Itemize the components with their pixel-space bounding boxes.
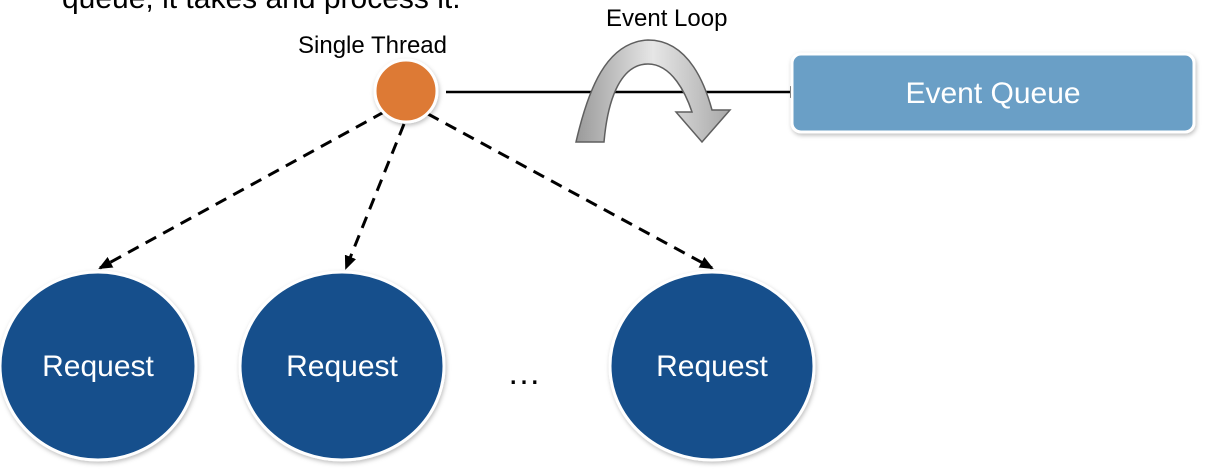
request-node-1: Request [0, 270, 198, 462]
request-label-2: Request [286, 350, 398, 383]
caption-partial: queue, it takes and process it. [62, 0, 461, 15]
request-label-1: Request [42, 350, 154, 383]
event-queue-box: Event Queue [790, 52, 1196, 134]
ellipsis-text: … [507, 354, 541, 392]
request-label-3: Request [656, 350, 768, 383]
single-thread-node [373, 58, 439, 124]
dashed-arrow-request-3 [427, 112, 714, 270]
request-node-2: Request [238, 270, 446, 462]
request-node-3: Request [608, 270, 816, 462]
loop-arrow-icon [575, 39, 732, 144]
single-thread-label: Single Thread [298, 32, 447, 59]
event-loop-label: Event Loop [606, 5, 727, 32]
dashed-arrow-request-1 [98, 110, 385, 270]
event-queue-label: Event Queue [905, 77, 1080, 110]
dashed-arrow-request-2 [344, 123, 406, 270]
